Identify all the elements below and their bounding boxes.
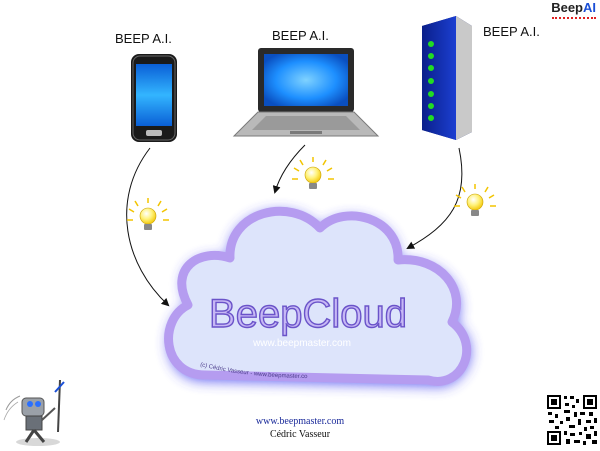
robot-icon	[3, 379, 65, 446]
arrow-laptop-to-cloud	[272, 144, 306, 194]
device-label-laptop: BEEP A.I.	[272, 28, 329, 43]
lightbulb-icon	[292, 157, 334, 189]
brand-logo: BeepAI	[551, 0, 596, 15]
logo-underline	[552, 15, 596, 19]
arrow-server-to-cloud	[406, 147, 463, 249]
footer-url: www.beepmaster.com	[255, 416, 345, 427]
arrow-phone-to-cloud	[126, 147, 170, 307]
cloud-shape	[164, 206, 472, 386]
footer-author: Cédric Vasseur	[269, 429, 331, 440]
device-label-server: BEEP A.I.	[483, 24, 540, 39]
qr-code-icon	[546, 394, 598, 446]
laptop-icon	[232, 48, 380, 137]
lightbulb-icon	[454, 184, 496, 216]
server-icon	[422, 16, 472, 140]
logo-suffix: AI	[583, 0, 596, 15]
server-status-leds	[428, 41, 434, 121]
smartphone-icon	[131, 54, 177, 142]
lightbulb-icon	[127, 198, 169, 230]
device-label-smartphone: BEEP A.I.	[115, 31, 172, 46]
cloud-url: www.beepmaster.com	[252, 338, 351, 349]
cloud-title: BeepCloud	[209, 292, 407, 336]
logo-prefix: Beep	[551, 0, 583, 15]
